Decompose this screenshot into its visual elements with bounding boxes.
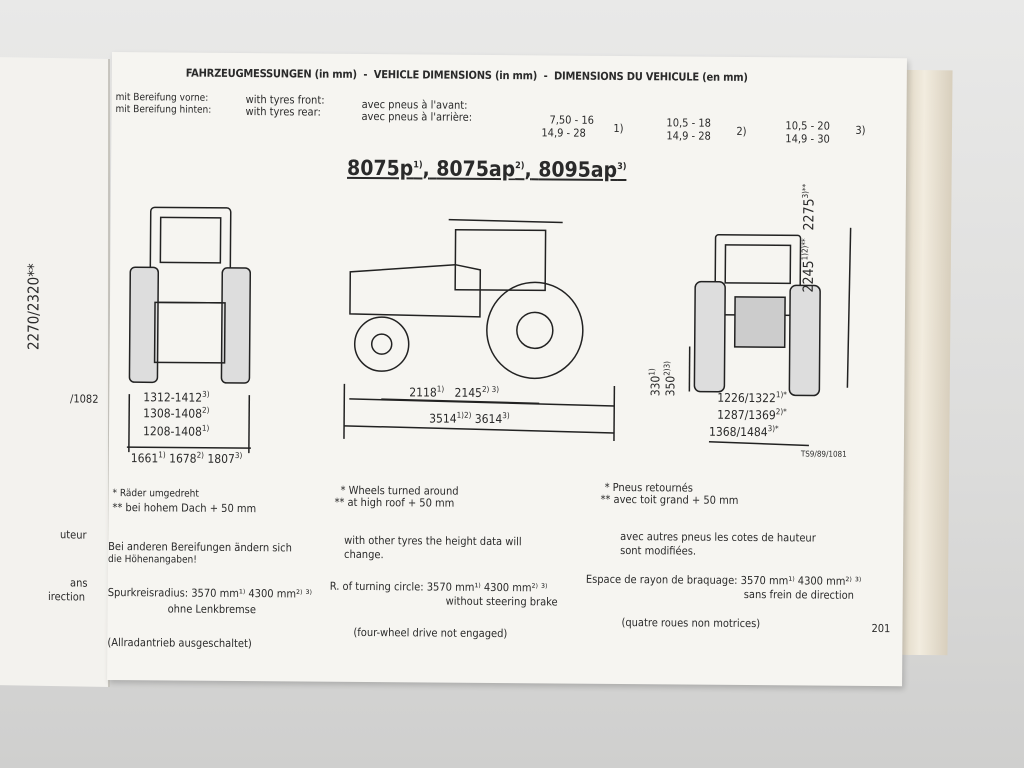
front-overall-width: 16611) 16782) 18073) — [131, 450, 243, 466]
v: 1208-1408 — [142, 424, 202, 439]
turning-en-sub: without steering brake — [445, 594, 558, 609]
v: 1308-1408 — [143, 406, 203, 421]
v: 2118 — [409, 385, 437, 400]
left-height-dim: 2270/2320** — [24, 263, 43, 351]
front-view-drawing — [126, 206, 252, 454]
drawing-ref: TS9/89/1081 — [800, 449, 847, 459]
left-ref: /1082 — [70, 392, 99, 406]
v: 1312-1412 — [143, 390, 203, 405]
v: 1678 — [169, 451, 197, 466]
awd-de: (Allradantrieb ausgeschaltet) — [107, 635, 252, 651]
turning-fr-sub: sans frein de direction — [743, 587, 855, 602]
fn: 1) — [158, 450, 166, 460]
document-page: FAHRZEUGMESSUNGEN (in mm) - VEHICLE DIME… — [107, 52, 907, 687]
note: ** bei hohem Dach + 50 mm — [112, 501, 257, 516]
fn: 3)** — [800, 183, 810, 199]
fn: 3) — [234, 450, 243, 461]
v: 350 — [663, 375, 678, 397]
rear-track-2: 1287/13692)* — [717, 407, 787, 423]
note: ** at high roof + 50 mm — [334, 495, 455, 510]
v: 2145 — [454, 385, 483, 400]
v: 2275 — [801, 198, 818, 231]
note: sont modifiées. — [620, 544, 697, 558]
fn: 1) — [201, 423, 210, 433]
overall-length: 35141)2) 36143) — [429, 411, 510, 427]
v: 330 — [648, 375, 663, 397]
fn: 3)* — [767, 424, 779, 434]
note: ** avec toit grand + 50 mm — [600, 492, 739, 507]
rear-track-1: 1226/13221)* — [717, 390, 787, 406]
note: * Räder umgedreht — [112, 488, 199, 500]
rear-track-3: 1368/14843)* — [709, 424, 779, 440]
ground-clearance: 3301) 3502)3) — [647, 361, 677, 397]
fn: 1) — [647, 368, 657, 376]
v: 1661 — [130, 451, 159, 466]
fn: 1)* — [775, 390, 787, 400]
tractor-drawings — [126, 206, 852, 454]
awd-en: (four-wheel drive not engaged) — [353, 625, 508, 641]
note: change. — [344, 547, 384, 562]
fn: 2) 3) — [481, 384, 500, 395]
fn: 2) — [196, 450, 205, 460]
v: 1368/1484 — [708, 424, 768, 440]
fn: 2)* — [775, 407, 787, 417]
fn: 3) — [502, 411, 510, 421]
v: 1226/1322 — [717, 390, 776, 406]
turning-en: R. of turning circle: 3570 mm¹⁾ 4300 mm²… — [329, 579, 548, 595]
left-frag: ans — [70, 576, 88, 590]
v: 3514 — [429, 411, 457, 426]
fn: 1)2) — [456, 410, 472, 420]
turning-fr: Espace de rayon de braquage: 3570 mm¹⁾ 4… — [585, 572, 862, 588]
note: avec autres pneus les cotes de hauteur — [620, 530, 816, 545]
page-number: 201 — [871, 621, 891, 636]
side-view-drawing — [343, 218, 616, 441]
fn: 1)2)** — [800, 238, 810, 261]
note: die Höhenangaben! — [107, 553, 197, 566]
v: 2245 — [800, 260, 818, 293]
v: 1807 — [207, 451, 235, 466]
wheelbase: 21181) 21452) 3) — [409, 384, 499, 400]
left-frag: uteur — [60, 528, 87, 542]
rear-height: 22451)2)** 22753)** — [800, 184, 818, 293]
v: 1287/1369 — [717, 407, 776, 423]
turning-de-sub: ohne Lenkbremse — [167, 602, 257, 617]
v: 3614 — [474, 411, 503, 427]
note: Bei anderen Bereifungen ändern sich — [108, 539, 292, 555]
left-page: 2270/2320** /1082 uteur ans irection — [0, 56, 110, 688]
front-width-2: 1308-14082) — [143, 405, 209, 421]
awd-fr: (quatre roues non motrices) — [621, 616, 761, 631]
left-frag: irection — [48, 589, 86, 604]
note: with other tyres the height data will — [344, 533, 522, 549]
turning-de: Spurkreisradius: 3570 mm¹⁾ 4300 mm²⁾ ³⁾ — [107, 585, 313, 601]
front-width-3: 1208-14081) — [143, 423, 209, 439]
fn: 2)3) — [662, 360, 672, 376]
rear-view-drawing — [688, 227, 852, 447]
fn: 1) — [436, 384, 445, 394]
fn: 2) — [201, 405, 210, 415]
front-width-1: 1312-14123) — [143, 389, 209, 405]
fn: 3) — [202, 389, 210, 399]
